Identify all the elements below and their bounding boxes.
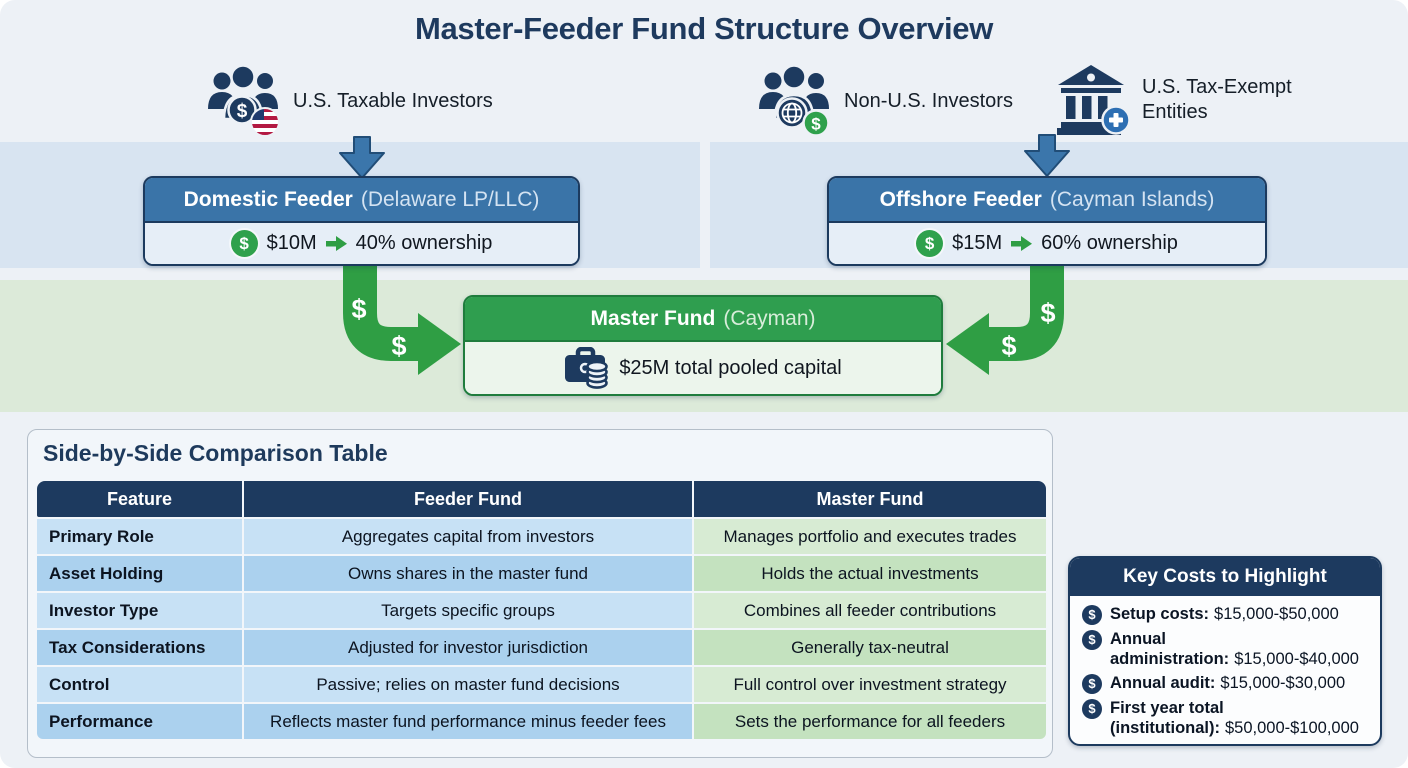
investor-label-us-taxable: U.S. Taxable Investors: [293, 89, 493, 112]
domestic-feeder-header: Domestic Feeder (Delaware LP/LLC): [145, 178, 578, 223]
dollar-coin-icon: $: [1082, 674, 1102, 695]
cost-item: $ Annual audit:$15,000-$30,000: [1082, 673, 1370, 695]
row-feeder-value: Targets specific groups: [244, 593, 692, 628]
dollar-glyph: $: [391, 331, 406, 361]
offshore-feeder-jurisdiction: (Cayman Islands): [1049, 187, 1215, 211]
table-header-row: Feature Feeder Fund Master Fund: [37, 481, 1046, 517]
master-fund-box: Master Fund (Cayman) $25M total pooled c…: [463, 295, 943, 396]
table-row: Performance Reflects master fund perform…: [37, 704, 1046, 739]
row-master-value: Full control over investment strategy: [694, 667, 1046, 702]
non-us-investors-icon: $: [759, 64, 830, 137]
down-arrow-icon: [339, 136, 385, 179]
dollar-glyph: $: [351, 294, 366, 324]
table-row: Asset Holding Owns shares in the master …: [37, 556, 1046, 591]
row-master-value: Combines all feeder contributions: [694, 593, 1046, 628]
right-arrow-icon: [325, 236, 347, 251]
investor-label-tax-exempt: U.S. Tax-Exempt Entities: [1142, 76, 1292, 123]
domestic-contribution: $10M: [266, 232, 317, 254]
master-fund-detail: $25M total pooled capital: [465, 342, 941, 394]
offshore-feeder-header: Offshore Feeder (Cayman Islands): [829, 178, 1265, 223]
investor-group-non-us: $ Non-U.S. Investors: [756, 64, 1013, 138]
row-feature: Performance: [37, 704, 242, 739]
comparison-card: Side-by-Side Comparison Table Feature Fe…: [27, 429, 1053, 758]
comparison-table: Feature Feeder Fund Master Fund Primary …: [35, 479, 1048, 741]
table-row: Tax Considerations Adjusted for investor…: [37, 630, 1046, 665]
master-fund-jurisdiction: (Cayman): [723, 306, 816, 330]
column-header-feeder-fund: Feeder Fund: [244, 481, 692, 517]
row-feature: Control: [37, 667, 242, 702]
us-taxable-investors-icon: $: [208, 64, 280, 137]
table-row: Investor Type Targets specific groups Co…: [37, 593, 1046, 628]
cost-item: $ First year total (institutional):$50,0…: [1082, 698, 1370, 738]
offshore-contribution: $15M: [952, 232, 1003, 254]
dollar-coin-icon: $: [1082, 605, 1102, 625]
money-flow-arrow-left-icon: $ $: [343, 266, 461, 375]
domestic-feeder-jurisdiction: (Delaware LP/LLC): [360, 187, 540, 211]
cost-item: $ Annual administration:$15,000-$40,000: [1082, 629, 1370, 669]
key-costs-title: Key Costs to Highlight: [1070, 558, 1380, 596]
row-feature: Asset Holding: [37, 556, 242, 591]
briefcase-coins-icon: [565, 347, 609, 389]
svg-text:$: $: [811, 115, 821, 134]
domestic-feeder-detail: $ $10M 40% ownership: [145, 223, 578, 264]
row-feeder-value: Adjusted for investor jurisdiction: [244, 630, 692, 665]
cost-value: $15,000-$30,000: [1220, 674, 1346, 693]
cost-value: $15,000-$50,000: [1214, 605, 1339, 623]
dollar-coin-icon: $: [1082, 699, 1102, 720]
row-feeder-value: Owns shares in the master fund: [244, 556, 692, 591]
master-pooled-capital: $25M total pooled capital: [619, 356, 842, 379]
svg-text:$: $: [237, 101, 248, 122]
dollar-coin-icon: $: [1082, 630, 1102, 650]
table-row: Control Passive; relies on master fund d…: [37, 667, 1046, 702]
right-arrow-icon: [1011, 236, 1033, 251]
column-header-feature: Feature: [37, 481, 242, 517]
row-master-value: Holds the actual investments: [694, 556, 1046, 591]
cost-label: Annual administration:: [1110, 630, 1230, 669]
cost-item: $ Setup costs:$15,000-$50,000: [1082, 604, 1370, 625]
offshore-feeder-name: Offshore Feeder: [879, 187, 1042, 211]
domestic-ownership: 40% ownership: [355, 232, 493, 254]
dollar-glyph: $: [1040, 298, 1055, 328]
row-feature: Tax Considerations: [37, 630, 242, 665]
row-feeder-value: Reflects master fund performance minus f…: [244, 704, 692, 739]
row-master-value: Generally tax-neutral: [694, 630, 1046, 665]
offshore-feeder-box: Offshore Feeder (Cayman Islands) $ $15M …: [827, 176, 1267, 266]
column-header-master-fund: Master Fund: [694, 481, 1046, 517]
dollar-coin-icon: $: [230, 230, 258, 257]
investor-group-tax-exempt: U.S. Tax-Exempt Entities: [1056, 64, 1314, 136]
cost-label: Setup costs:: [1110, 605, 1210, 623]
comparison-title: Side-by-Side Comparison Table: [43, 440, 388, 466]
cost-label: First year total (institutional):: [1110, 699, 1224, 738]
globe-icon: [776, 97, 808, 129]
table-row: Primary Role Aggregates capital from inv…: [37, 519, 1046, 554]
row-feature: Investor Type: [37, 593, 242, 628]
cost-value: $50,000-$100,000: [1224, 719, 1359, 738]
cost-value: $15,000-$40,000: [1234, 650, 1359, 669]
offshore-feeder-detail: $ $15M 60% ownership: [829, 223, 1265, 264]
domestic-feeder-name: Domestic Feeder: [183, 187, 353, 211]
key-costs-box: Key Costs to Highlight $ Setup costs:$15…: [1068, 556, 1382, 746]
bank-icon: [1057, 65, 1124, 135]
dollar-coin-icon: $: [916, 230, 944, 257]
domestic-feeder-box: Domestic Feeder (Delaware LP/LLC) $ $10M…: [143, 176, 580, 266]
cost-label: Annual audit:: [1110, 674, 1216, 693]
row-master-value: Sets the performance for all feeders: [694, 704, 1046, 739]
key-costs-list: $ Setup costs:$15,000-$50,000 $ Annual a…: [1070, 596, 1380, 744]
offshore-ownership: 60% ownership: [1041, 232, 1178, 254]
plus-badge-icon: [1101, 105, 1131, 135]
down-arrow-icon: [1024, 134, 1070, 177]
master-fund-header: Master Fund (Cayman): [465, 297, 941, 342]
master-fund-name: Master Fund: [590, 306, 716, 330]
dollar-glyph: $: [1001, 331, 1016, 361]
row-feature: Primary Role: [37, 519, 242, 554]
money-flow-arrow-right-icon: $ $: [946, 266, 1064, 375]
row-master-value: Manages portfolio and executes trades: [694, 519, 1046, 554]
row-feeder-value: Aggregates capital from investors: [244, 519, 692, 554]
investor-label-non-us: Non-U.S. Investors: [844, 89, 1013, 112]
row-feeder-value: Passive; relies on master fund decisions: [244, 667, 692, 702]
us-tax-exempt-entities-icon: [1057, 65, 1131, 135]
investor-group-us-taxable: $ U.S. Taxable Investors: [205, 64, 493, 138]
page-title: Master-Feeder Fund Structure Overview: [414, 11, 994, 46]
